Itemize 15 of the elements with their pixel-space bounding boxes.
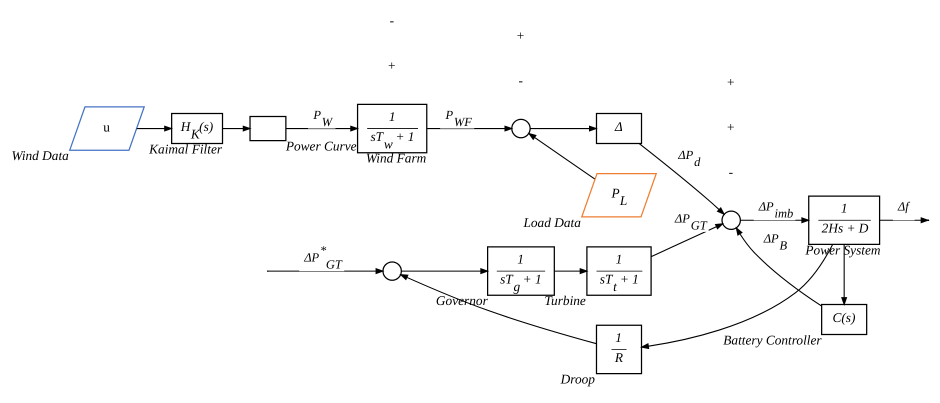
node-label: Wind Farm (366, 150, 426, 166)
label: + (516, 28, 524, 44)
node-label: Battery Controller (723, 332, 822, 348)
label: - (728, 164, 734, 180)
node-label: Wind Data (11, 148, 69, 164)
node-label: Power Curve (286, 138, 357, 154)
node-label: Turbine (544, 293, 586, 308)
node-label: Droop (560, 371, 595, 386)
node-label: Load Data (523, 214, 581, 230)
label: + (727, 120, 735, 135)
label: - (518, 73, 523, 88)
edge-label: Δf (898, 200, 909, 214)
label: - (390, 13, 394, 28)
label: + (727, 74, 735, 90)
label: + (388, 58, 396, 74)
